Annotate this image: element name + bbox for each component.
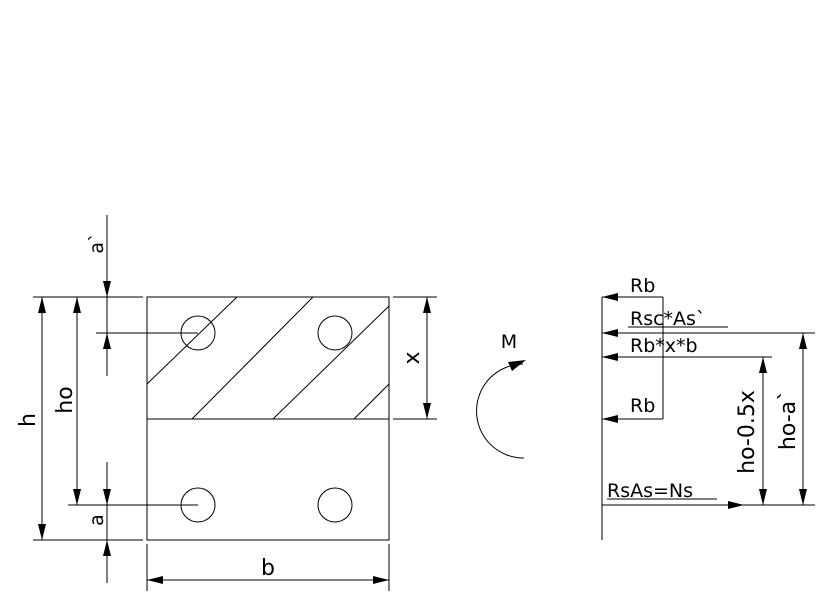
rs-as-arrow [728, 501, 744, 509]
rs-as-label: RsAs=Ns [607, 480, 693, 502]
beam-section [146, 296, 390, 541]
lever-arm-label: ho-0.5x [735, 390, 760, 474]
a-bottom-label: a [86, 514, 108, 526]
force-diagram [601, 293, 815, 540]
x-label: x [400, 351, 425, 364]
rebar-distance-label: ho-a` [776, 390, 801, 450]
top-rebar-right [317, 315, 353, 351]
rsc-as-label: Rsc*As` [630, 308, 705, 330]
rb-bottom-label: Rb [630, 395, 655, 417]
a-top-label: a` [86, 232, 108, 253]
rb-top-label: Rb [630, 275, 655, 297]
h-label: h [16, 413, 41, 427]
compression-zone-hatch [147, 297, 389, 419]
bottom-rebar-right [317, 487, 353, 523]
rb-x-b-label: Rb*x*b [630, 335, 698, 357]
rb-bottom-arrow [602, 415, 618, 423]
h0-label: ho [53, 386, 78, 413]
rb-x-b-arrow [602, 353, 618, 361]
rsc-as-arrow [602, 329, 618, 337]
rb-top-arrow [602, 293, 618, 301]
bending-moment-symbol [476, 360, 526, 459]
b-label: b [261, 556, 275, 581]
section-dimensions [33, 215, 437, 591]
moment-label: M [501, 331, 517, 353]
